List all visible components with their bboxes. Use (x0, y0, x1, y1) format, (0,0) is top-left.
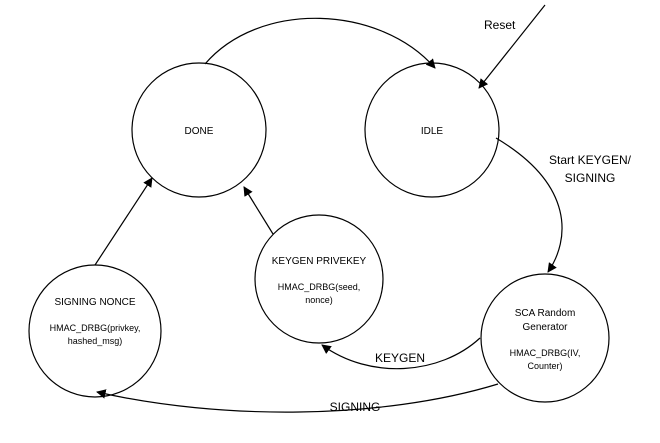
arrow-sca-to-signing (96, 383, 499, 413)
arrow-reset (478, 4, 546, 89)
arrow-keygen-to-done (243, 186, 274, 235)
sca-label: SCA Random (515, 308, 576, 319)
keygen-transition-label: KEYGEN (375, 351, 425, 365)
arrow-sca-to-keygen (321, 337, 481, 370)
arrow-done-to-idle (204, 17, 436, 69)
signing-nonce-detail: hashed_msg) (68, 336, 123, 346)
keygen-privekey-detail: nonce) (305, 295, 333, 305)
signing-transition-label: SIGNING (330, 400, 381, 414)
arrow-idle-to-sca (495, 137, 563, 273)
sca-detail: HMAC_DRBG(IV, (510, 348, 581, 358)
signing-nonce-detail: HMAC_DRBG(privkey, (50, 323, 141, 333)
sca-detail: Counter) (527, 361, 562, 371)
start-label: SIGNING (565, 171, 616, 185)
signing-nonce-label: SIGNING NONCE (54, 297, 135, 308)
start-label: Start KEYGEN/ (549, 153, 632, 167)
reset-label: Reset (484, 18, 516, 32)
keygen-privekey-label: KEYGEN PRIVEKEY (272, 256, 367, 267)
state-done-label: DONE (185, 126, 214, 137)
state-keygen-privekey (254, 214, 384, 344)
arrow-signing-to-done (94, 177, 153, 266)
state-sca-random-generator (480, 273, 610, 403)
state-done (131, 62, 267, 198)
sca-label: Generator (522, 322, 568, 333)
state-idle-label: IDLE (421, 126, 444, 137)
keygen-privekey-detail: HMAC_DRBG(seed, (278, 282, 361, 292)
